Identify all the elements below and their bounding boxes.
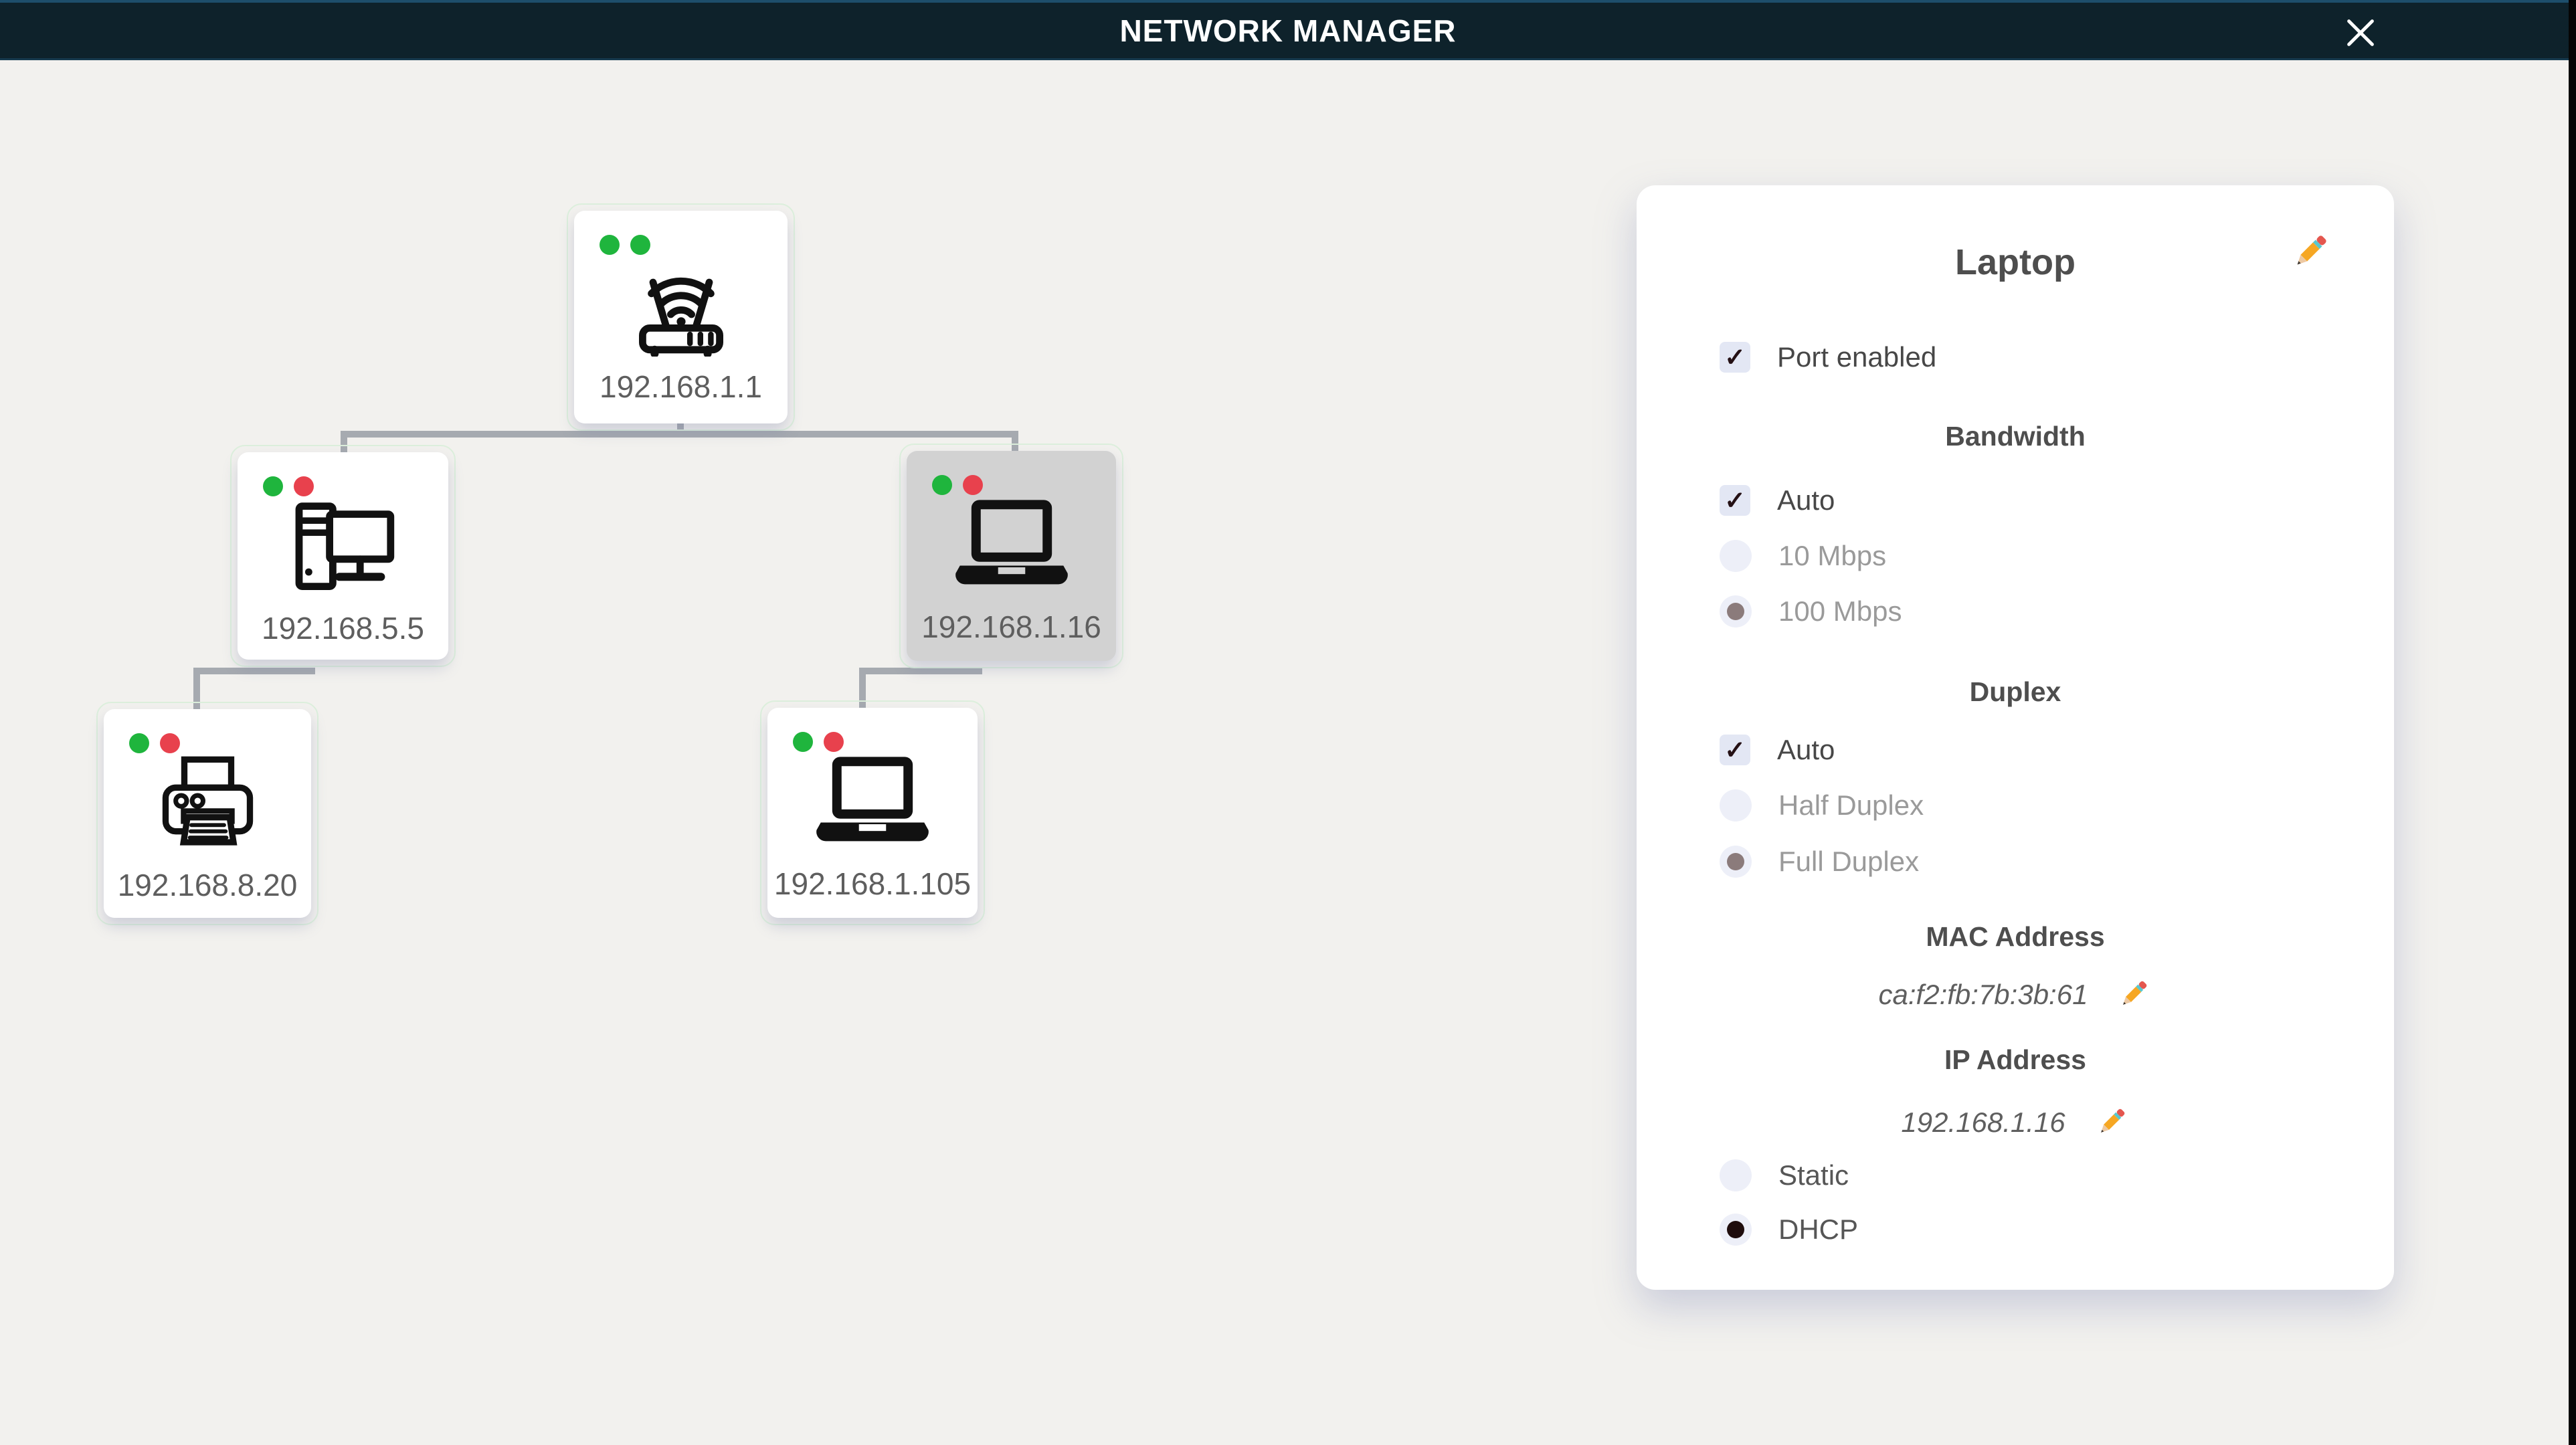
node-ring: 192.168.5.5 xyxy=(230,445,456,667)
laptop-icon xyxy=(948,496,1075,597)
duplex-half-row: Half Duplex xyxy=(1720,785,1924,826)
laptop-icon xyxy=(809,753,936,854)
connector-printer-drop xyxy=(193,668,200,712)
app-titlebar: NETWORK MANAGER xyxy=(0,0,2576,60)
duplex-half-label: Half Duplex xyxy=(1778,789,1924,821)
pencil-icon xyxy=(2288,235,2332,276)
node-router[interactable]: 192.168.1.1 xyxy=(574,211,788,423)
duplex-full-label: Full Duplex xyxy=(1778,846,1920,877)
wifi-router-icon xyxy=(621,256,741,357)
dhcp-label: DHCP xyxy=(1778,1214,1859,1245)
dhcp-radio[interactable] xyxy=(1720,1214,1752,1246)
static-label: Static xyxy=(1778,1159,1849,1191)
node-ip: 192.168.1.16 xyxy=(921,609,1101,644)
status-dot-green xyxy=(263,476,283,496)
ip-address-row: 192.168.1.16 xyxy=(1637,1102,2394,1143)
port-enabled-row: ✓ Port enabled xyxy=(1720,336,1936,378)
status-dots xyxy=(263,476,314,496)
duplex-auto-row: ✓ Auto xyxy=(1720,729,1835,771)
duplex-header: Duplex xyxy=(1969,676,2061,707)
status-dot-green xyxy=(129,733,149,753)
status-dot-red xyxy=(963,475,983,495)
static-radio[interactable] xyxy=(1720,1159,1752,1191)
connector-router-stub xyxy=(677,421,684,436)
app-title: NETWORK MANAGER xyxy=(1119,13,1457,48)
node-ip: 192.168.8.20 xyxy=(117,868,298,902)
status-dots xyxy=(600,235,650,255)
status-dot-green xyxy=(793,732,813,752)
panel-title: Laptop xyxy=(1955,242,2076,282)
connector-laptop2-drop xyxy=(859,668,866,712)
close-button[interactable] xyxy=(2339,12,2382,55)
node-ip: 192.168.1.1 xyxy=(599,369,762,404)
status-dots xyxy=(932,475,983,495)
connector-laptop2-horizontal xyxy=(859,668,982,674)
port-enabled-checkbox[interactable]: ✓ xyxy=(1720,342,1750,373)
duplex-auto-checkbox[interactable]: ✓ xyxy=(1720,735,1750,765)
status-dot-red xyxy=(160,733,180,753)
mac-address-row: ca:f2:fb:7b:3b:61 xyxy=(1637,974,2394,1016)
printer-icon xyxy=(149,755,266,855)
status-dot-green xyxy=(630,235,650,255)
bandwidth-auto-row: ✓ Auto xyxy=(1720,480,1835,521)
node-ip: 192.168.1.105 xyxy=(773,866,972,901)
mac-address-header: MAC Address xyxy=(1926,921,2105,952)
node-ip: 192.168.5.5 xyxy=(261,611,424,646)
status-dot-green xyxy=(600,235,620,255)
node-ring: 192.168.8.20 xyxy=(96,702,318,925)
bandwidth-100-label: 100 Mbps xyxy=(1778,595,1902,627)
connector-drop-right xyxy=(1012,431,1018,454)
ip-address-value: 192.168.1.16 xyxy=(1901,1106,2065,1138)
pencil-icon xyxy=(2094,1104,2130,1142)
bandwidth-10-label: 10 Mbps xyxy=(1778,540,1887,571)
connector-horizontal xyxy=(341,431,1018,438)
bandwidth-10-row: 10 Mbps xyxy=(1720,535,1886,577)
node-ring: 192.168.1.1 xyxy=(567,203,795,431)
ip-address-header: IP Address xyxy=(1944,1044,2086,1075)
close-icon xyxy=(2341,13,2380,54)
connector-printer-horizontal xyxy=(193,668,315,674)
duplex-auto-label: Auto xyxy=(1777,734,1835,765)
bandwidth-header: Bandwidth xyxy=(1945,421,2086,452)
node-printer[interactable]: 192.168.8.20 xyxy=(104,709,311,918)
edit-device-name-button[interactable] xyxy=(2288,229,2332,276)
status-dot-red xyxy=(824,732,844,752)
pencil-icon xyxy=(2116,976,2152,1014)
edit-mac-button[interactable] xyxy=(2116,976,2152,1014)
node-laptop-selected[interactable]: 192.168.1.16 xyxy=(907,451,1116,661)
duplex-half-radio[interactable] xyxy=(1720,789,1752,822)
bandwidth-auto-label: Auto xyxy=(1777,484,1835,516)
bandwidth-100-radio[interactable] xyxy=(1720,595,1752,628)
status-dots xyxy=(129,733,180,753)
static-row: Static xyxy=(1720,1155,1849,1196)
duplex-full-radio[interactable] xyxy=(1720,846,1752,878)
device-settings-panel: Laptop ✓ Port enabled Bandwidth ✓ Auto 1… xyxy=(1637,185,2394,1290)
desktop-pc-icon xyxy=(283,498,403,598)
duplex-full-row: Full Duplex xyxy=(1720,841,1919,882)
bandwidth-100-row: 100 Mbps xyxy=(1720,591,1902,632)
node-desktop[interactable]: 192.168.5.5 xyxy=(238,452,448,660)
bandwidth-10-radio[interactable] xyxy=(1720,540,1752,572)
status-dot-red xyxy=(294,476,314,496)
node-laptop[interactable]: 192.168.1.105 xyxy=(767,708,978,918)
bandwidth-auto-checkbox[interactable]: ✓ xyxy=(1720,485,1750,516)
right-edge-strip xyxy=(2569,0,2576,1445)
status-dots xyxy=(793,732,844,752)
connector-drop-left xyxy=(341,431,347,455)
port-enabled-label: Port enabled xyxy=(1777,341,1937,373)
node-ring: 192.168.1.105 xyxy=(760,700,985,925)
mac-address-value: ca:f2:fb:7b:3b:61 xyxy=(1878,979,2088,1010)
node-ring-selected: 192.168.1.16 xyxy=(899,444,1123,668)
edit-ip-button[interactable] xyxy=(2094,1104,2130,1142)
status-dot-green xyxy=(932,475,952,495)
dhcp-row: DHCP xyxy=(1720,1209,1858,1250)
